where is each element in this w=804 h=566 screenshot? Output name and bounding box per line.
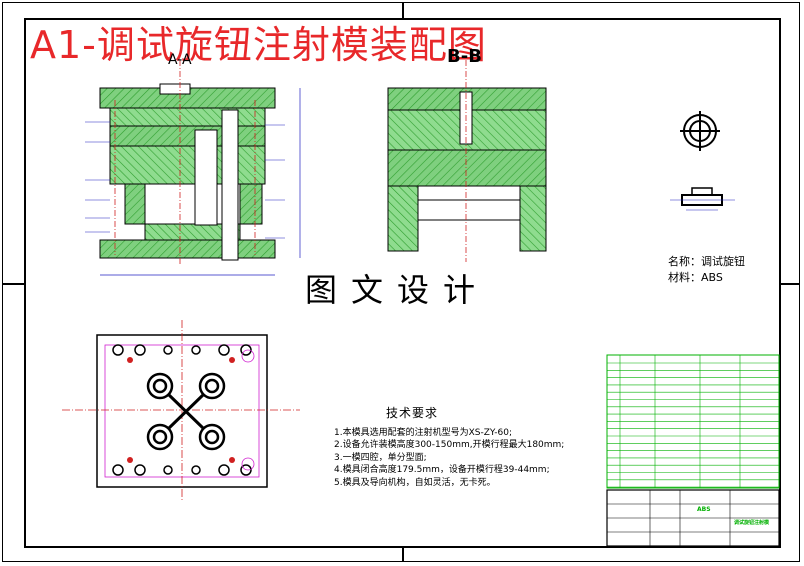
part-info: 名称：调试旋钮 材料：ABS [668, 254, 745, 286]
left-center-mark [2, 283, 24, 285]
tech-item-4: 4.模具闭合高度179.5mm，设备开模行程39-44mm; [334, 465, 550, 476]
tech-item-3: 3.一模四腔，单分型面; [334, 452, 427, 463]
title-block [606, 489, 780, 547]
part-top-view [680, 111, 720, 151]
section-label-b-b: B-B [447, 46, 482, 67]
watermark-text: 图文设计 [305, 271, 490, 309]
section-label-a-a: A-A [168, 52, 192, 68]
top-center-mark [402, 2, 404, 18]
part-side-view [670, 187, 735, 211]
bottom-center-mark [402, 548, 404, 562]
section-view-a-a [85, 60, 301, 276]
part-material: 材料：ABS [668, 271, 723, 284]
title-block-drawing-name: 调试旋钮注射模 [734, 519, 770, 526]
tech-item-5: 5.模具及导向机构，自如灵活，无卡死。 [334, 477, 496, 488]
parts-list [606, 354, 780, 489]
inner-border [24, 18, 781, 548]
tech-item-1: 1.本模具选用配套的注射机型号为XS-ZY-60; [334, 428, 513, 438]
section-view-b-b [387, 60, 547, 262]
right-center-mark [781, 283, 800, 285]
tech-requirements-title: 技术要求 [386, 406, 439, 420]
plan-view [62, 320, 300, 500]
tech-item-2: 2.设备允许装模高度300-150mm,开模行程最大180mm; [334, 440, 565, 451]
technical-requirements: 技术要求 1.本模具选用配套的注射机型号为XS-ZY-60; 2.设备允许装模高… [334, 404, 564, 489]
drawing-title: A1-调试旋钮注射模装配图 [30, 23, 487, 67]
part-name: 名称：调试旋钮 [668, 255, 745, 268]
title-block-material: ABS [697, 506, 711, 513]
